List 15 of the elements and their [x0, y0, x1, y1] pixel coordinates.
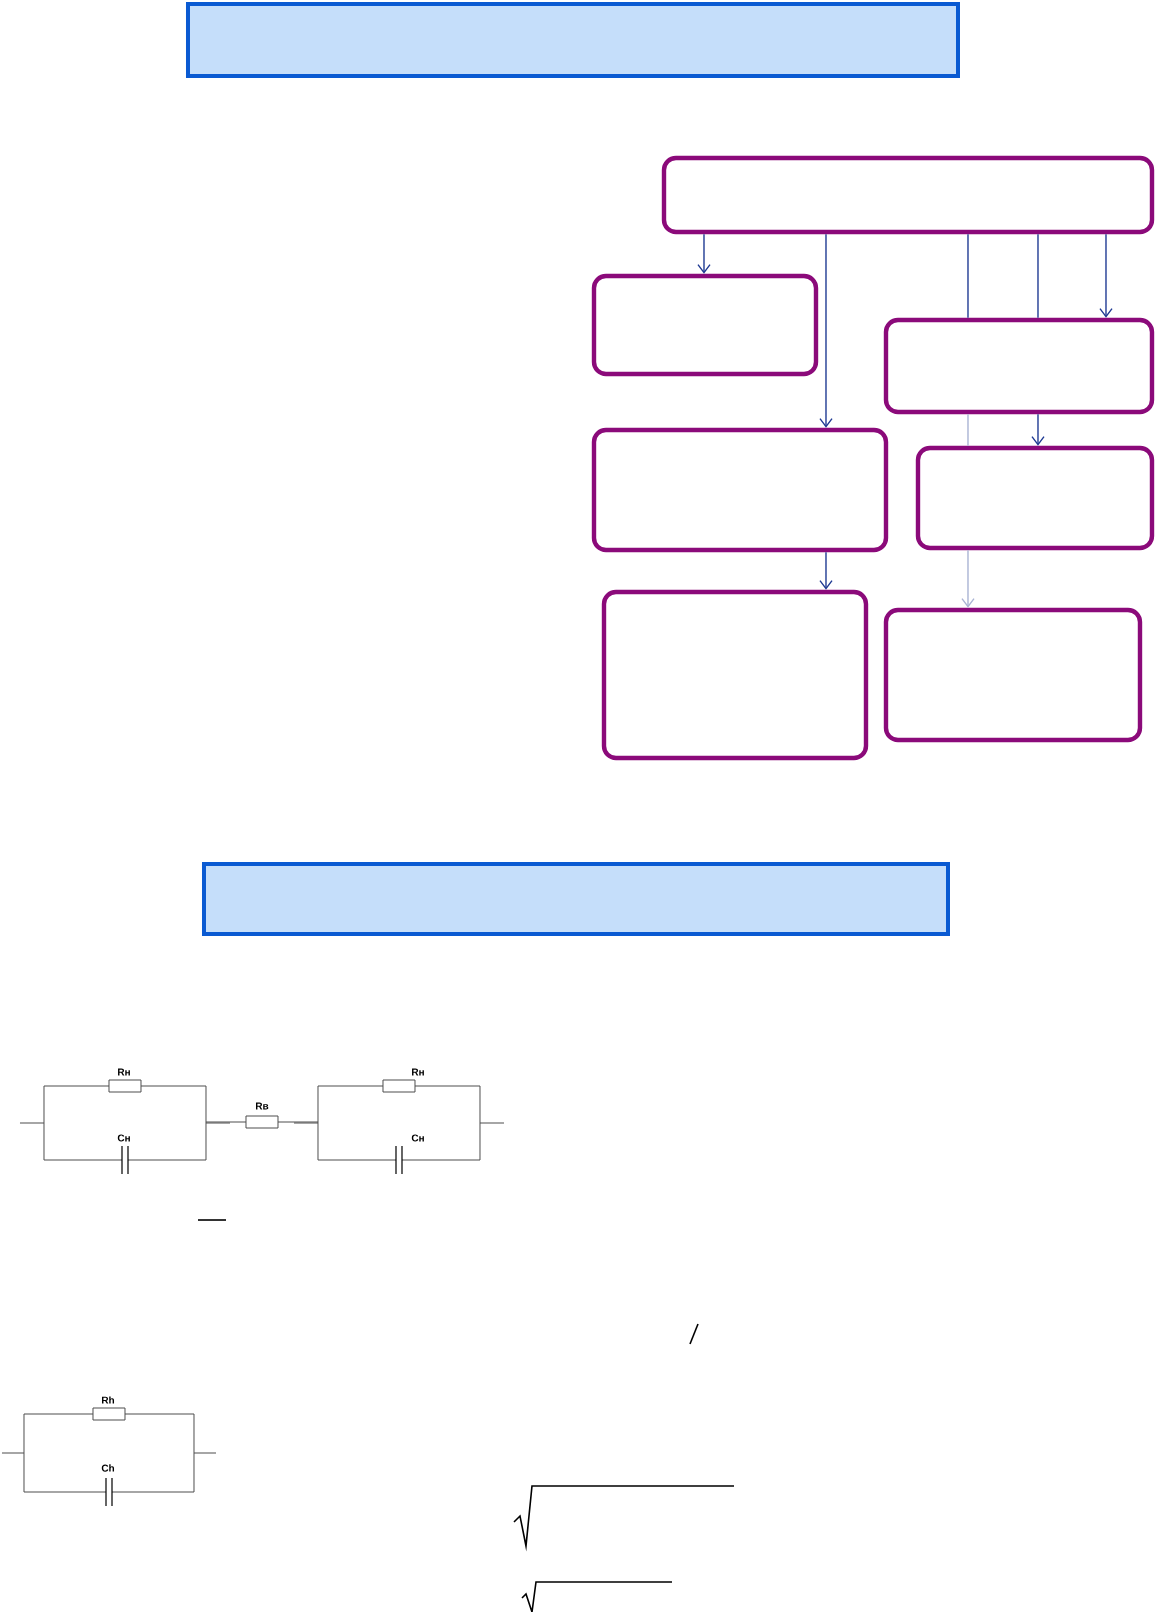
arrow [697, 233, 711, 274]
arrow [819, 551, 833, 590]
heading-banner [202, 862, 950, 936]
process-box [591, 273, 819, 377]
arrow [819, 233, 833, 428]
process-box [591, 427, 889, 553]
arrow [1099, 233, 1113, 318]
process-box [661, 155, 1155, 235]
heading-banner [186, 2, 960, 78]
process-box [883, 317, 1155, 415]
process-box [883, 607, 1143, 743]
arrow [1031, 413, 1045, 446]
arrow [961, 549, 975, 608]
process-box [915, 445, 1155, 551]
process-box [601, 589, 869, 761]
